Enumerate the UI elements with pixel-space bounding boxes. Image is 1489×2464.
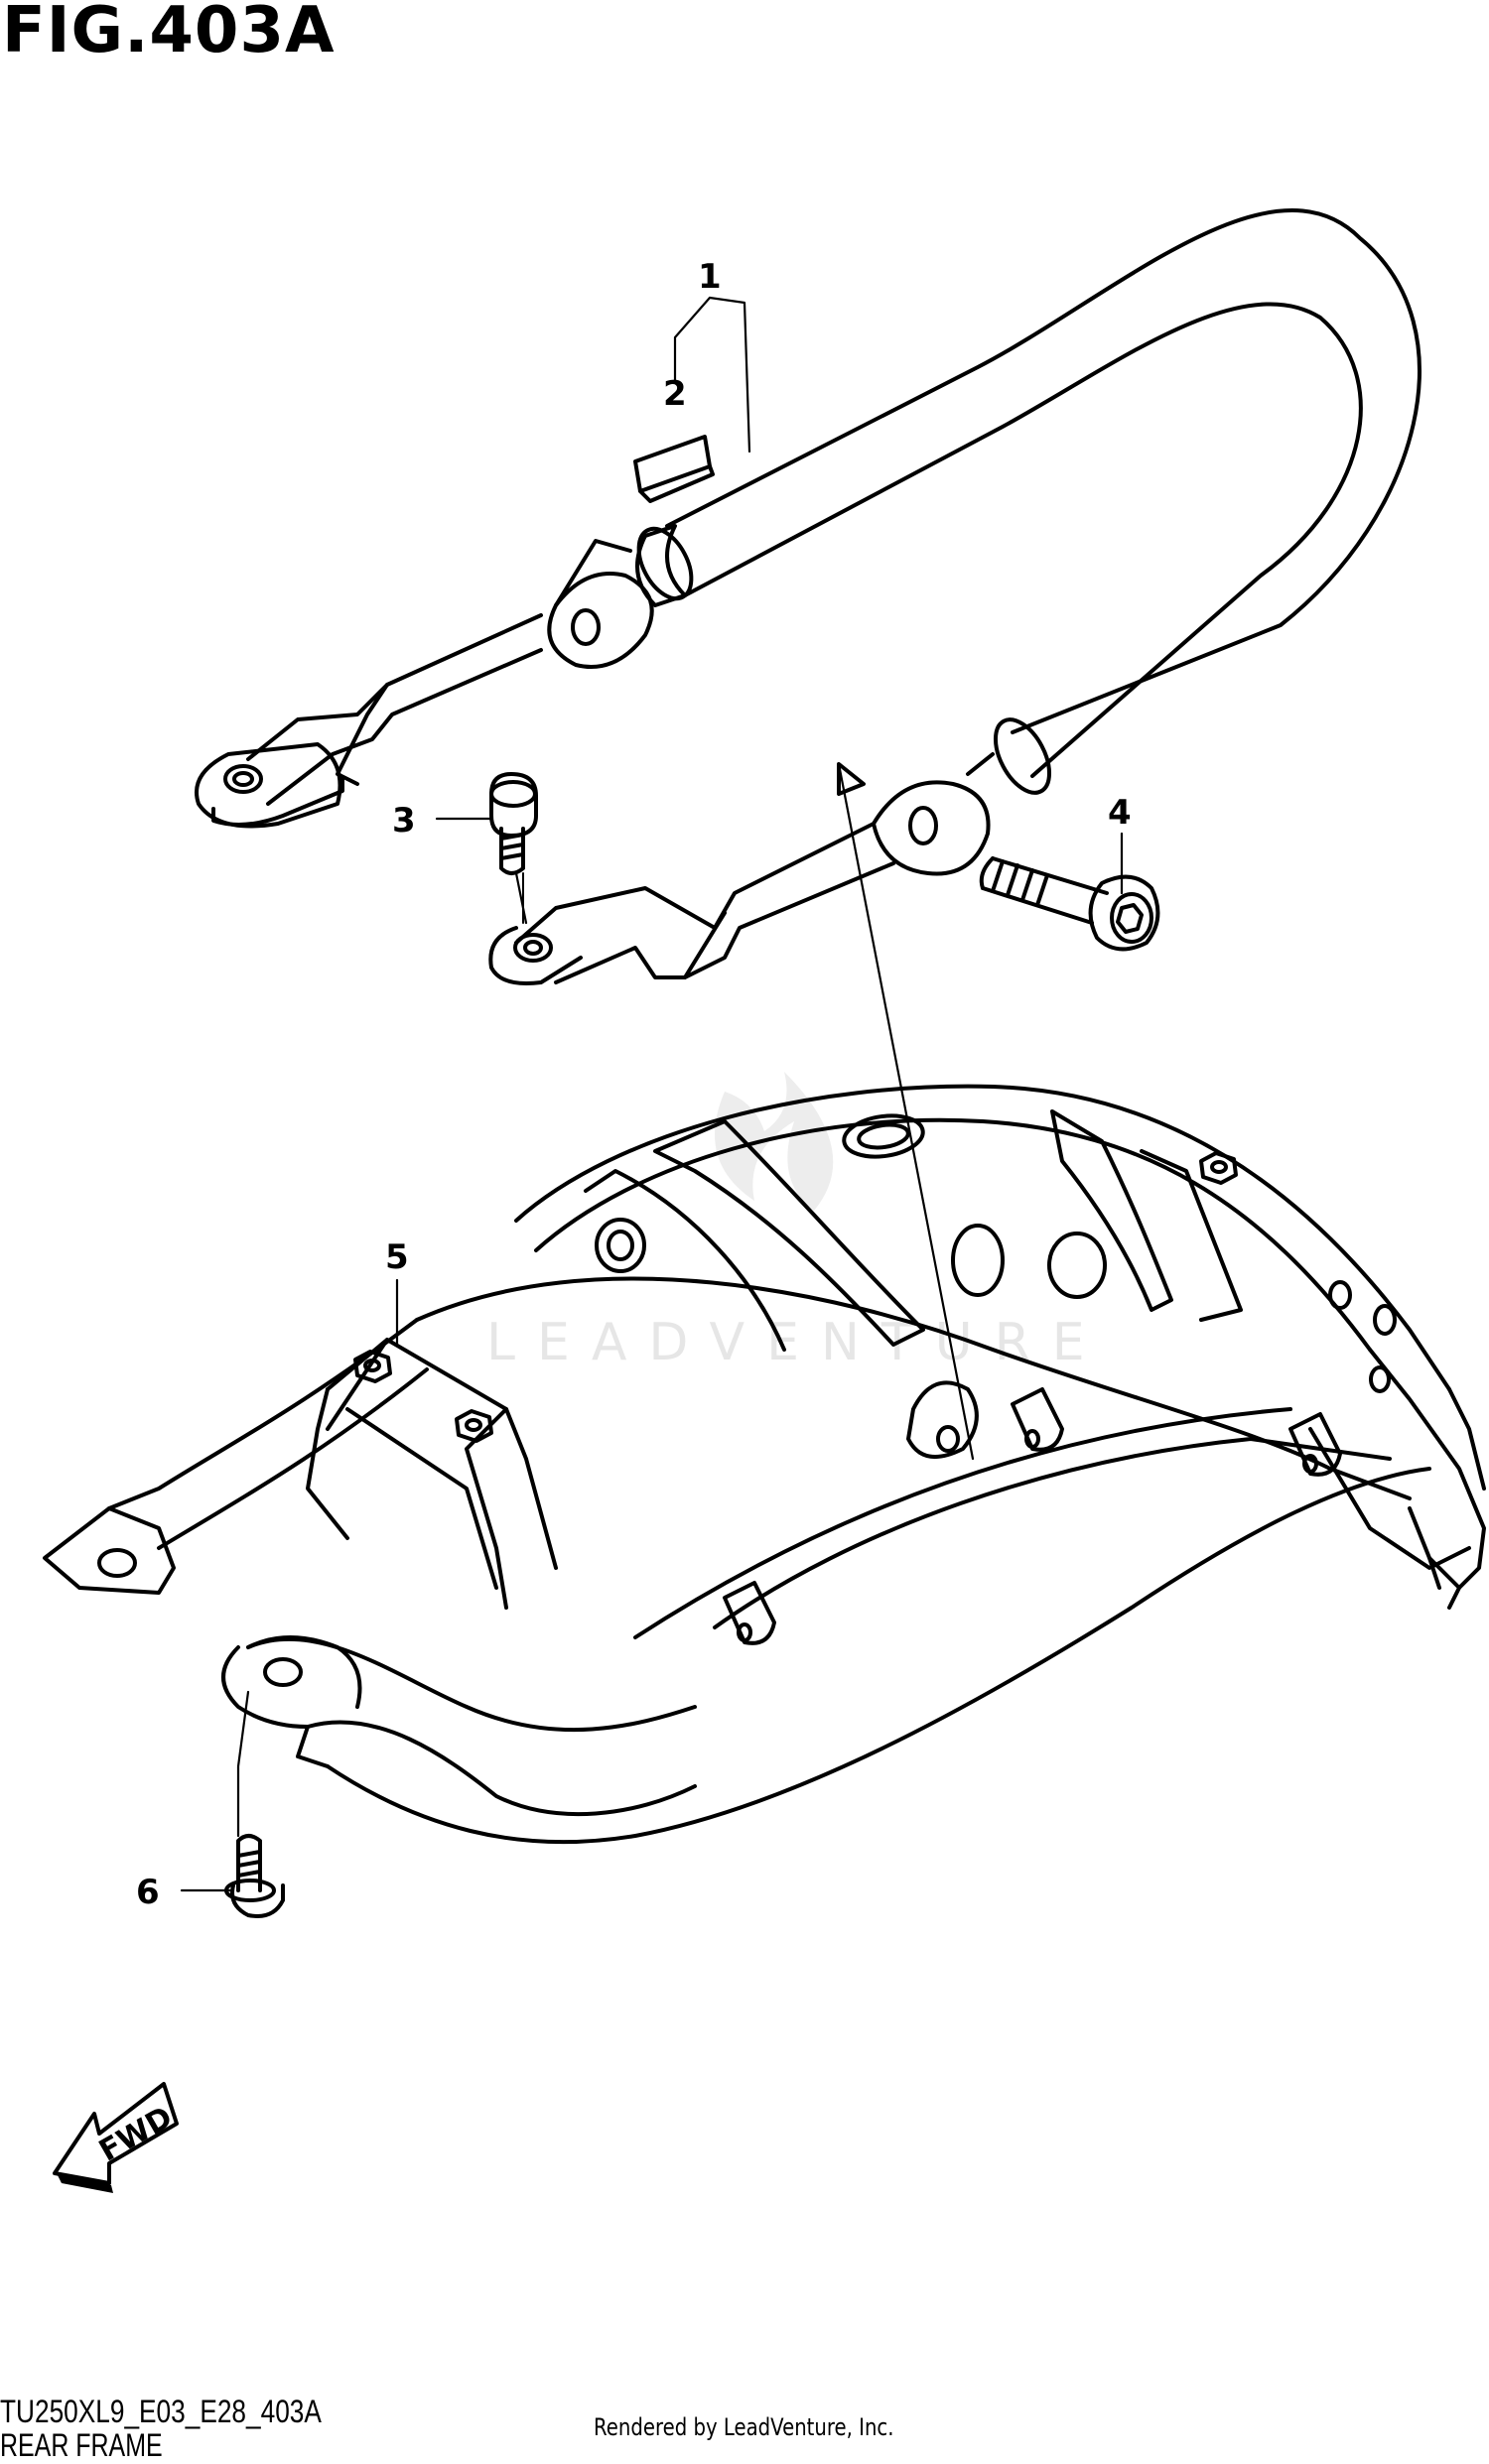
- render-credit: Rendered by LeadVenture, Inc.: [594, 2413, 894, 2441]
- figure-code: TU250XL9_E03_E28_403A: [0, 2394, 322, 2429]
- callout-4: 4: [1108, 793, 1132, 833]
- fwd-arrow-icon: FWD: [53, 2082, 179, 2193]
- callout-1: 1: [698, 257, 722, 297]
- flange-bolt-lower: [224, 1834, 285, 1918]
- socket-bolt: [979, 856, 1160, 952]
- watermark: LEADVENTURE: [486, 1072, 1107, 1372]
- callout-2: 2: [663, 374, 687, 414]
- rear-fender-frame: [43, 1084, 1486, 1845]
- callout-6: 6: [136, 1873, 160, 1912]
- callout-numbers: 1 2 3 4 5 6: [136, 257, 1132, 1912]
- grab-bar: [195, 208, 1421, 985]
- flange-bolt-upper: [489, 772, 538, 924]
- watermark-text: LEADVENTURE: [486, 1313, 1107, 1372]
- figure-title: FIG.403A: [2, 0, 336, 67]
- callout-3: 3: [392, 801, 416, 841]
- figure-name: REAR FRAME: [0, 2427, 163, 2463]
- leader-lines: [180, 296, 1124, 1892]
- label-sticker: [633, 435, 715, 503]
- callout-5: 5: [385, 1237, 409, 1277]
